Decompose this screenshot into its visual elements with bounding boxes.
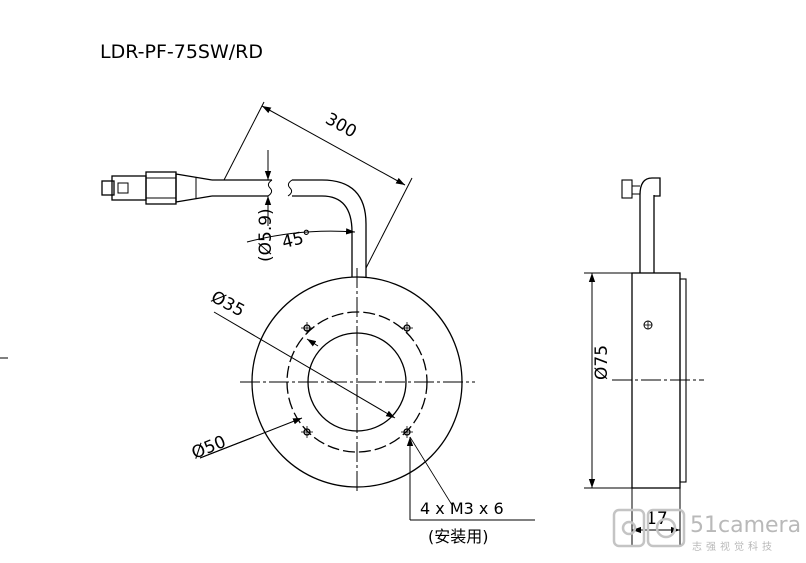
screw-purpose: (安装用) — [428, 527, 489, 546]
dim-mount-50: Ø50 — [189, 432, 229, 464]
camera-logo-icon — [612, 508, 686, 548]
cable-boot — [175, 173, 213, 203]
dim-inner-35: Ø35 — [208, 287, 248, 321]
watermark-brand: 51camera — [690, 513, 801, 538]
connector-plug — [111, 175, 147, 201]
dim-cable-diameter: (Ø5.9) — [256, 208, 276, 262]
watermark-logo: 51camera 志强视觉科技 — [612, 508, 801, 553]
connector-tip — [101, 180, 115, 196]
screw-spec: 4 x M3 x 6 — [420, 499, 504, 518]
dim-300: 300 — [322, 109, 360, 142]
dim-line-300 — [261, 105, 406, 186]
connector-body — [145, 171, 177, 205]
watermark-tagline: 志强视觉科技 — [692, 540, 776, 553]
side-cable-cap — [639, 177, 661, 197]
dim-thickness-17: 17 — [646, 509, 668, 529]
side-dimensions — [584, 272, 681, 545]
dim-arc-45 — [246, 228, 356, 243]
front-dimensions — [199, 101, 535, 521]
dim-outer-75: Ø75 — [592, 345, 612, 380]
dim-angle-45: 45° — [280, 226, 314, 253]
leader-35 — [213, 311, 396, 419]
side-view — [612, 177, 704, 489]
front-view — [101, 171, 475, 492]
product-title: LDR-PF-75SW/RD — [100, 41, 263, 63]
